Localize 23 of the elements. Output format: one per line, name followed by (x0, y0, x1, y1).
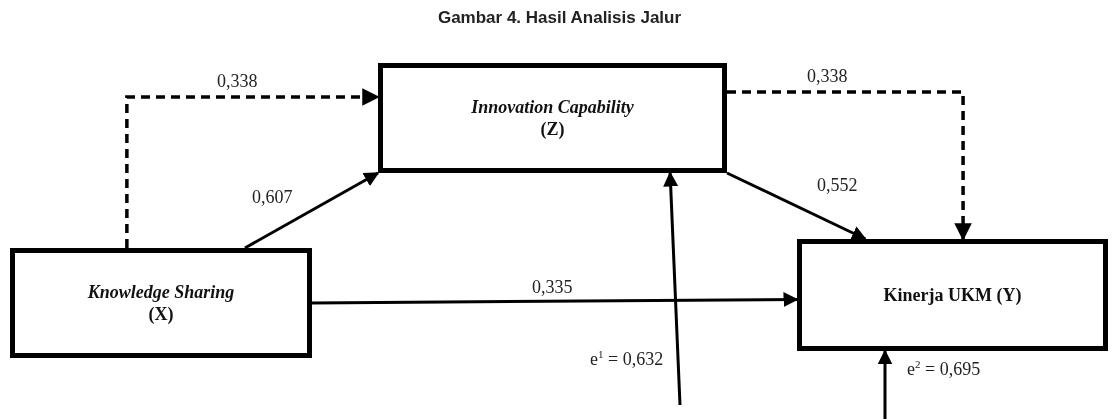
path-coefficient: 0,607 (250, 188, 295, 208)
variable-name: (Z) (540, 118, 565, 141)
path-coefficient: 0,335 (530, 278, 575, 298)
path-coefficient: 0,338 (215, 72, 260, 92)
variable-box (10, 248, 312, 358)
figure-title: Gambar 4. Hasil Analisis Jalur (437, 8, 682, 27)
path-coefficient: e$^{2}$ = 0,695 (905, 358, 983, 380)
path-coefficient: e$^{1}$ = 0,632 (588, 348, 666, 370)
path-coefficient: 0,552 (815, 176, 860, 196)
variable-box (378, 63, 727, 173)
arrow (125, 88, 380, 248)
variable-name: Kinerja UKM (Y) (883, 283, 1022, 307)
variable-name: Knowledge Sharing (87, 280, 235, 303)
variable-name: Innovation Capability (471, 95, 634, 118)
arrow (244, 171, 380, 250)
variable-box (797, 239, 1108, 351)
arrow (727, 90, 972, 241)
variable-name: (X) (148, 303, 174, 326)
path-coefficient: 0,338 (805, 67, 850, 87)
arrow (726, 171, 867, 241)
arrow (312, 292, 799, 308)
arrow (663, 171, 682, 406)
arrow (877, 349, 893, 419)
